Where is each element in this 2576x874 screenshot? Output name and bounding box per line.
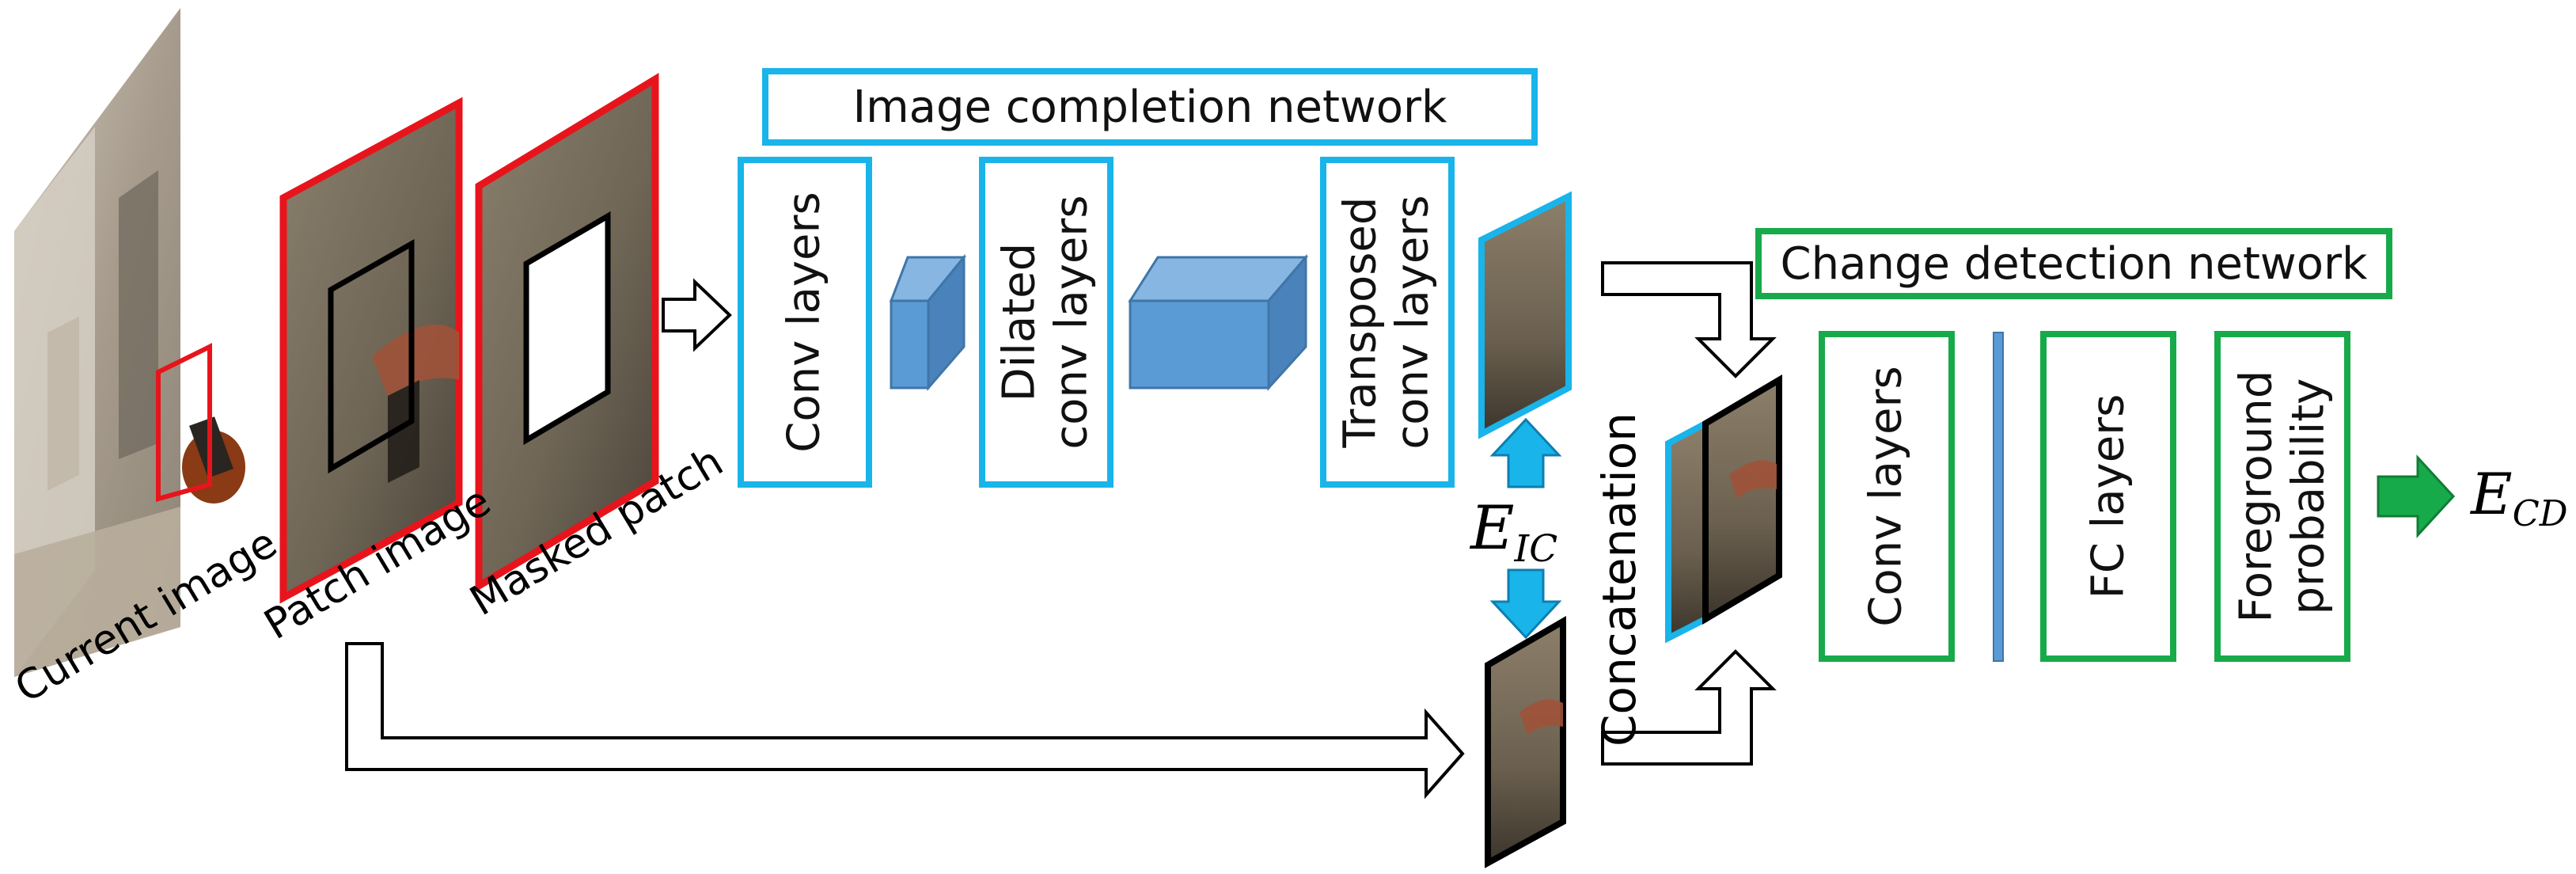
feature-vector-bar	[1993, 332, 2004, 662]
arrow-to-concat-bottom	[1601, 649, 1777, 766]
cd-foreground-label-1: Foreground	[2229, 370, 2282, 623]
cd-conv-label: Conv layers	[1860, 366, 1912, 627]
arrow-patch-to-target	[345, 642, 1465, 800]
input-arrow	[662, 278, 732, 352]
selection-box	[156, 343, 212, 502]
concatenated-patch	[1665, 374, 1782, 644]
loss-cd-sub: CD	[2512, 493, 2568, 535]
loss-cd: ECD	[2471, 461, 2568, 534]
cd-foreground-label-2: probability	[2282, 378, 2335, 615]
ic-dilated-label-2: conv layers	[1046, 195, 1098, 450]
loss-ic-base: E	[1470, 492, 1515, 563]
concatenation-label: Concatenation	[1592, 412, 1646, 747]
loss-ic-arrow-down	[1489, 568, 1562, 640]
ic-transposed-label-1: Transposed	[1334, 196, 1387, 448]
ic-transposed-conv-layers: Transposed conv layers	[1320, 157, 1455, 488]
patch-inner-box	[328, 238, 415, 474]
ic-dilated-label-1: Dilated	[993, 242, 1045, 402]
arrow-to-concat-top	[1601, 261, 1777, 378]
change-detection-title: Change detection network	[1780, 238, 2368, 290]
ic-dilated-conv-layers: Dilated conv layers	[979, 157, 1113, 488]
loss-ic-arrow-up	[1489, 417, 1562, 488]
change-detection-title-box: Change detection network	[1755, 228, 2392, 299]
ic-conv-label: Conv layers	[778, 192, 830, 453]
loss-cd-base: E	[2471, 461, 2513, 527]
masked-patch	[475, 73, 659, 592]
cd-conv-layers: Conv layers	[1819, 331, 1955, 662]
output-arrow	[2377, 454, 2456, 538]
feature-volume-large	[1128, 253, 1309, 391]
ground-truth-patch	[1485, 616, 1566, 868]
ic-transposed-label-2: conv layers	[1387, 195, 1439, 450]
mask-hole	[523, 211, 611, 446]
loss-ic: EIC	[1470, 492, 1557, 571]
patch-image	[279, 97, 463, 604]
image-completion-title-box: Image completion network	[762, 68, 1538, 146]
image-completion-title: Image completion network	[852, 81, 1447, 133]
current-image	[14, 8, 245, 677]
completed-patch	[1478, 191, 1572, 439]
cd-foreground-probability: Foreground probability	[2214, 331, 2350, 662]
cd-fc-label: FC layers	[2081, 393, 2134, 599]
ic-conv-layers: Conv layers	[738, 157, 872, 488]
feature-volume-small	[889, 253, 967, 392]
loss-ic-sub: IC	[1514, 527, 1558, 572]
cd-fc-layers: FC layers	[2040, 331, 2176, 662]
